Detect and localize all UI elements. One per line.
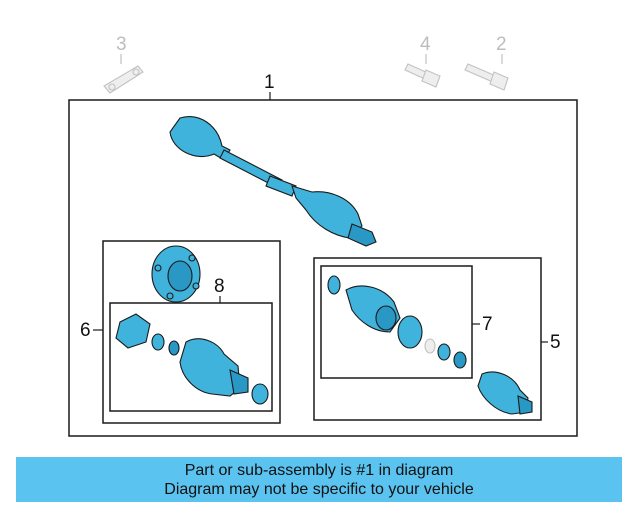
box-8: [109, 302, 273, 412]
outer-cv-stub: [517, 395, 533, 415]
callout-1: 1: [264, 72, 275, 93]
part-2-bolt[interactable]: 2: [464, 34, 509, 91]
callout-7: 7: [482, 314, 493, 335]
flange-hub[interactable]: [151, 245, 201, 303]
inner-boot: [169, 116, 231, 161]
part-3-bracket[interactable]: 3: [103, 34, 144, 94]
box-6: [102, 240, 281, 424]
boot-opening: [375, 305, 397, 331]
box-5: [313, 257, 542, 421]
callout-2: 2: [496, 34, 507, 55]
flange-center: [167, 260, 193, 292]
callout-5: 5: [550, 332, 561, 353]
axle-shaft-assembly[interactable]: [169, 116, 377, 247]
circlip: [453, 351, 467, 369]
part-4-bolt[interactable]: 4: [404, 34, 441, 88]
large-clamp: [397, 315, 423, 349]
cv-housing: [179, 338, 241, 397]
ring: [437, 343, 451, 361]
info-banner: Part or sub-assembly is #1 in diagram Di…: [16, 457, 622, 502]
cv-clamp: [251, 383, 269, 405]
ring: [168, 340, 180, 356]
banner-line-1: Part or sub-assembly is #1 in diagram: [184, 461, 454, 479]
boot-kit[interactable]: [327, 275, 467, 369]
damper: [265, 175, 297, 197]
circlip: [151, 333, 165, 351]
outer-cv-joint[interactable]: [477, 371, 533, 415]
banner-line-2: Diagram may not be specific to your vehi…: [164, 480, 474, 498]
box-7: [320, 265, 473, 379]
gasket: [115, 313, 151, 349]
bracket-hole: [132, 68, 140, 76]
small-clamp: [327, 275, 341, 295]
assembly-box: [68, 99, 578, 437]
bracket-hole: [108, 83, 116, 91]
flange-hole: [154, 264, 162, 272]
bolt-head: [421, 69, 441, 88]
callout-8: 8: [214, 276, 225, 297]
flange-hole: [188, 254, 196, 262]
inner-cv-joint-kit[interactable]: [115, 313, 269, 405]
outer-joint-stub: [347, 223, 377, 247]
cv-stub: [229, 369, 249, 395]
callout-6: 6: [80, 320, 91, 341]
washer: [424, 338, 436, 354]
bolt-head: [489, 71, 509, 91]
flange-hole: [166, 292, 174, 300]
parts-diagram: 3 4 2 1 6 8: [68, 34, 578, 437]
callout-4: 4: [420, 34, 431, 55]
flange-hole: [192, 282, 200, 290]
callout-3: 3: [116, 34, 127, 55]
